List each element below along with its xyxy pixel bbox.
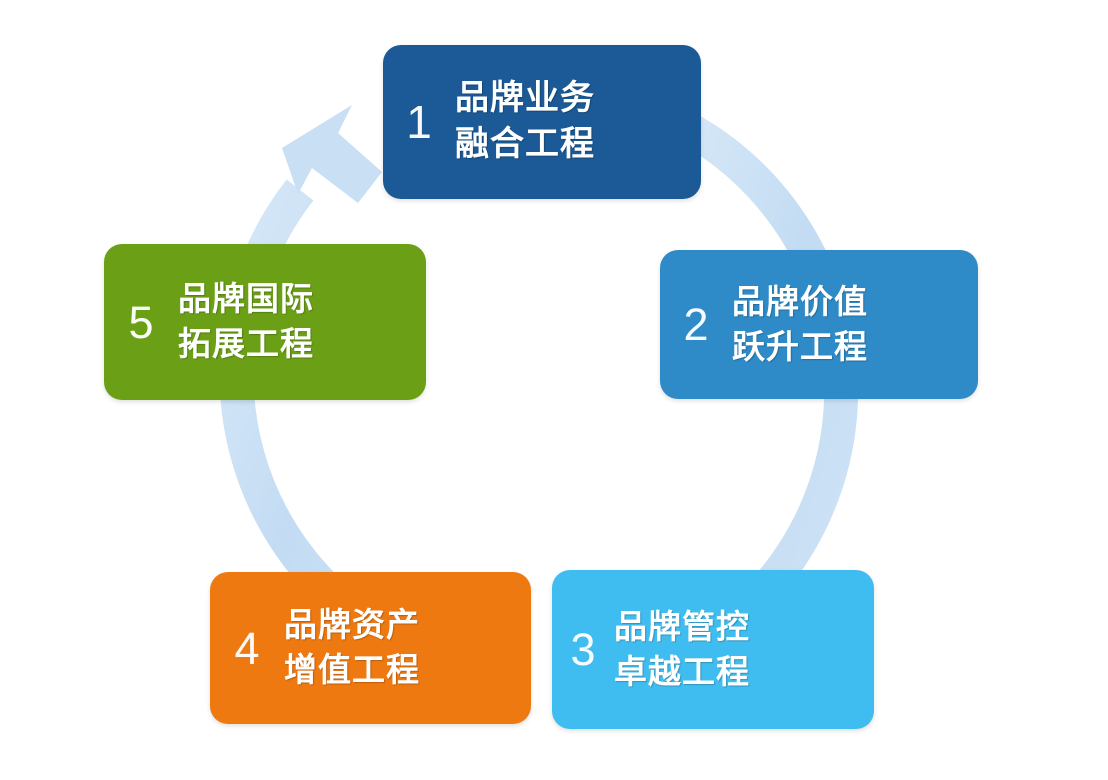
node-3-line-2: 卓越工程 bbox=[614, 652, 750, 690]
node-4-line-1: 品牌资产 bbox=[284, 606, 420, 644]
cycle-node-2[interactable]: 2 品牌价值 跃升工程 bbox=[660, 250, 978, 399]
node-4-index: 4 bbox=[234, 622, 260, 674]
node-2-label: 品牌价值 跃升工程 bbox=[732, 280, 978, 369]
node-2-line-2: 跃升工程 bbox=[732, 327, 868, 365]
node-5-line-1: 品牌国际 bbox=[178, 280, 314, 318]
node-4-label: 品牌资产 增值工程 bbox=[284, 603, 531, 692]
node-1-label: 品牌业务 融合工程 bbox=[455, 76, 701, 168]
node-5-label: 品牌国际 拓展工程 bbox=[178, 277, 426, 366]
node-1-line-2: 融合工程 bbox=[455, 125, 595, 163]
cycle-arrow-head-icon bbox=[282, 105, 382, 203]
node-2-line-1: 品牌价值 bbox=[732, 282, 868, 320]
node-3-index: 3 bbox=[570, 624, 596, 675]
node-1-index: 1 bbox=[406, 96, 432, 148]
node-1-line-1: 品牌业务 bbox=[455, 79, 595, 118]
cycle-node-1[interactable]: 1 品牌业务 融合工程 bbox=[383, 45, 701, 199]
cycle-node-4[interactable]: 4 品牌资产 增值工程 bbox=[210, 572, 531, 724]
cycle-node-3[interactable]: 3 品牌管控 卓越工程 bbox=[552, 570, 874, 729]
node-5-line-2: 拓展工程 bbox=[178, 325, 314, 362]
node-5-index: 5 bbox=[128, 296, 154, 348]
node-3-line-1: 品牌管控 bbox=[614, 607, 750, 645]
node-3-label: 品牌管控 卓越工程 bbox=[614, 605, 874, 694]
node-4-line-2: 增值工程 bbox=[284, 651, 420, 688]
cycle-node-5[interactable]: 5 品牌国际 拓展工程 bbox=[104, 244, 426, 400]
node-2-index: 2 bbox=[683, 299, 709, 350]
